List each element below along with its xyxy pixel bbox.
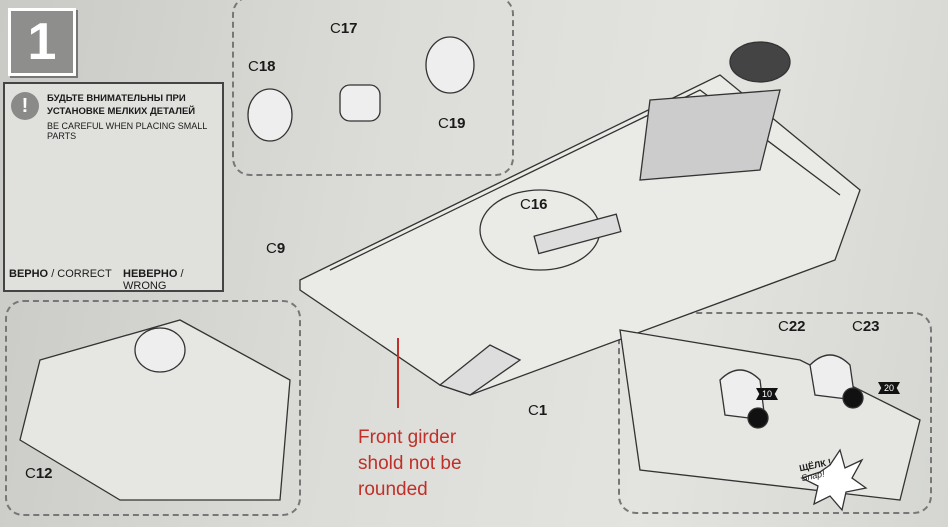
step-number: 1 — [8, 8, 76, 76]
annotation-note: Front girder shold not be rounded — [358, 425, 498, 503]
part-c17 — [339, 84, 381, 122]
detail-box-c17-c19 — [232, 0, 514, 176]
detail-box-c22-c23 — [618, 312, 932, 514]
correct-label: ВЕРНО / CORRECT — [9, 268, 112, 280]
annotation-line2: shold not be — [358, 453, 462, 474]
warning-box: ! БУДЬТЕ ВНИМАТЕЛЬНЫ ПРИ УСТАНОВКЕ МЕЛКИ… — [3, 82, 224, 292]
badge-10: 10 — [756, 388, 779, 400]
wrong-ru: НЕВЕРНО — [123, 268, 178, 280]
badge-20: 20 — [878, 382, 901, 394]
label-c18: C18 — [248, 58, 276, 75]
correct-ru: ВЕРНО — [9, 268, 49, 280]
label-c22: C22 — [778, 318, 806, 335]
part-c18 — [247, 88, 293, 142]
wrong-en: / WRONG — [123, 268, 184, 292]
part-c19 — [425, 36, 475, 94]
label-c17: C17 — [330, 20, 358, 37]
label-c19: C19 — [438, 115, 466, 132]
label-c12: C12 — [25, 465, 53, 482]
label-c9: C9 — [266, 240, 286, 257]
label-c16: C16 — [520, 196, 548, 213]
engine-grille — [639, 89, 781, 181]
wrong-label: НЕВЕРНО / WRONG — [123, 268, 222, 292]
annotation-line1: Front girder — [358, 427, 457, 448]
annotation-line3: rounded — [358, 479, 428, 500]
warning-title-en: BE CAREFUL WHEN PLACING SMALL PARTS — [47, 121, 207, 141]
label-c23: C23 — [852, 318, 880, 335]
label-c1: C1 — [528, 402, 548, 419]
part-c16 — [533, 213, 622, 255]
snap-burst — [800, 448, 868, 512]
exclamation-icon: ! — [11, 92, 39, 120]
warning-title-ru: БУДЬТЕ ВНИМАТЕЛЬНЫ ПРИ УСТАНОВКЕ МЕЛКИХ … — [47, 93, 196, 117]
detail-box-c12 — [5, 300, 301, 516]
part-fuel-drum — [729, 41, 791, 83]
correct-en: / CORRECT — [51, 268, 112, 280]
